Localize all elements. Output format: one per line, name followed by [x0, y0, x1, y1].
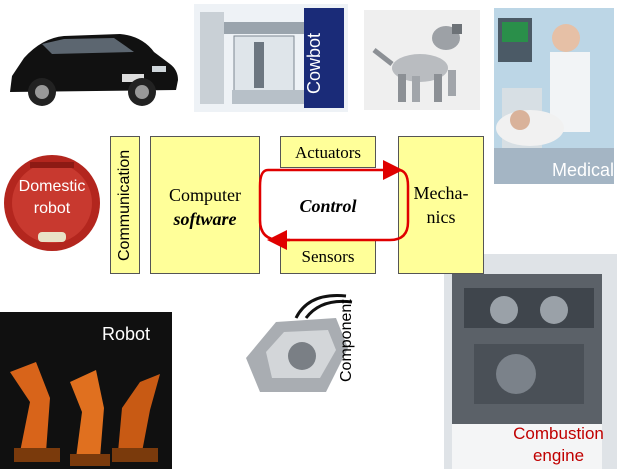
car-image [2, 14, 182, 110]
control-label: Control [299, 196, 357, 216]
computer-software-box: Computer software [150, 136, 260, 274]
actuators-label: Actuators [294, 143, 362, 162]
domestic-robot-image: Domestic robot [2, 148, 102, 258]
mechanics-box: Mecha- nics [398, 136, 484, 274]
control-loop-arrows [250, 150, 412, 260]
engine-label-line1: Combustion [513, 424, 604, 443]
cowbot-image: Cowbot [194, 4, 348, 112]
medical-image: Medical [494, 8, 614, 184]
computer-label: Computer [169, 185, 241, 205]
engine-image: Combustion engine [444, 254, 617, 469]
industrial-robot-image: Robot [0, 312, 172, 469]
mechanics-label-line1: Mecha- [413, 183, 469, 203]
industrial-robot-label: Robot [101, 324, 151, 344]
cowbot-label: Cowbot [304, 32, 324, 94]
component-label: Component [338, 299, 355, 383]
communication-box: Communication [110, 136, 140, 274]
communication-label: Communication [116, 149, 133, 261]
domestic-robot-label-line1: Domestic [18, 178, 86, 195]
sensors-label: Sensors [301, 247, 355, 266]
robot-dog-image [364, 10, 480, 110]
engine-label-line2: engine [532, 446, 585, 465]
domestic-robot-label-line2: robot [33, 200, 71, 217]
mechanics-label-line2: nics [426, 207, 456, 227]
sensors-box: Sensors [280, 240, 376, 274]
medical-label: Medical [551, 160, 614, 180]
software-label: software [173, 209, 237, 229]
component-image [236, 288, 370, 408]
actuators-box: Actuators [280, 136, 376, 168]
